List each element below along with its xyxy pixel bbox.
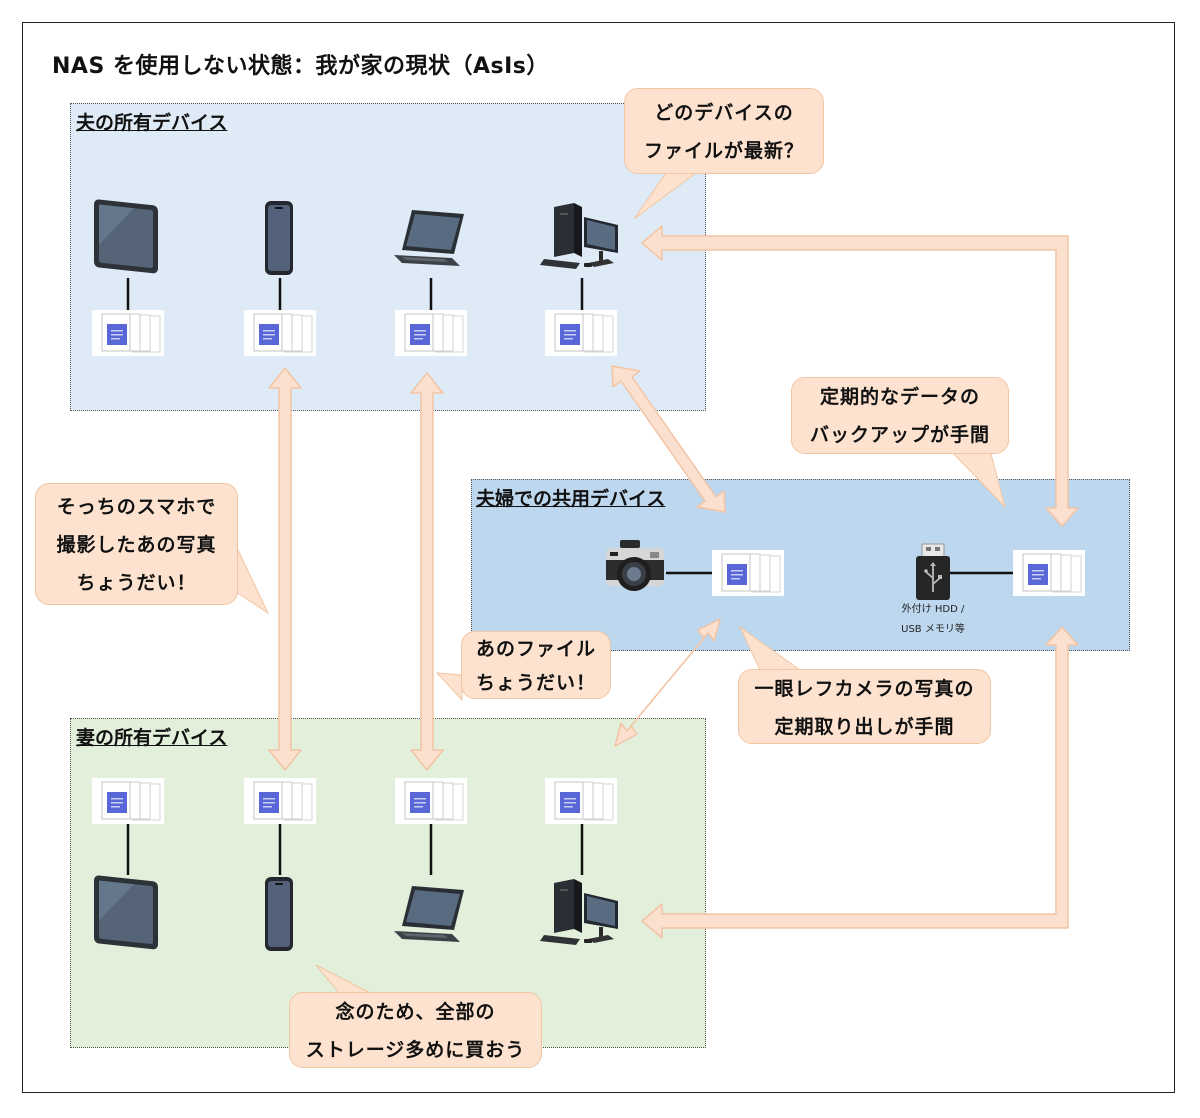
husband-pc-backup-arrow bbox=[641, 225, 1079, 527]
tablet-icon bbox=[94, 875, 158, 950]
file-stack-icon bbox=[544, 777, 618, 825]
bubble-latest-line2: ファイルが最新？ bbox=[643, 140, 804, 162]
bubble-file-line1: あのファイル bbox=[475, 638, 596, 660]
bubble-backup-tail bbox=[948, 449, 1006, 509]
bubble-backup-hassle: 定期的なデータの バックアップが手間 bbox=[791, 377, 1009, 454]
bubble-storage-tail bbox=[315, 964, 373, 995]
external-storage-caption-line1: 外付け HDD / bbox=[901, 604, 965, 615]
file-stack-icon bbox=[711, 549, 785, 597]
smartphone-icon bbox=[265, 201, 293, 275]
camera-icon bbox=[606, 540, 664, 591]
bubble-camera-hassle: 一眼レフカメラの写真の 定期取り出しが手間 bbox=[738, 669, 991, 744]
bubble-latest-file: どのデバイスの ファイルが最新？ bbox=[624, 88, 824, 174]
smartphone-icon bbox=[265, 877, 293, 951]
bubble-camera-line1: 一眼レフカメラの写真の bbox=[754, 678, 975, 700]
file-stack-icon bbox=[394, 777, 468, 825]
bubble-backup-line2: バックアップが手間 bbox=[809, 424, 990, 446]
bubble-buy-storage: 念のため、全部の ストレージ多めに買おう bbox=[289, 992, 542, 1068]
bubble-latest-tail bbox=[633, 169, 702, 220]
bubble-phone-line3: ちょうだい！ bbox=[76, 572, 197, 594]
bubble-phone-photo: そっちのスマホで 撮影したあの写真 ちょうだい！ bbox=[35, 483, 238, 605]
diagram-frame bbox=[22, 22, 1175, 1093]
wife-pc-backup-arrow bbox=[641, 626, 1079, 939]
shared-zone-label: 夫婦での共用デバイス bbox=[476, 488, 666, 510]
wife-zone-label: 妻の所有デバイス bbox=[76, 727, 228, 749]
bubble-file-line2: ちょうだい！ bbox=[475, 672, 596, 694]
file-stack-icon bbox=[544, 309, 618, 357]
external-storage-caption: 外付け HDD / USB メモリ等 bbox=[888, 600, 978, 640]
external-storage-caption-line2: USB メモリ等 bbox=[901, 624, 965, 635]
file-stack-icon bbox=[1012, 549, 1086, 597]
desktop-pc-icon bbox=[540, 203, 618, 269]
device-file-lines bbox=[126, 278, 1013, 875]
camera-wife-sync-arrow bbox=[614, 618, 721, 747]
file-stack-icon bbox=[91, 309, 165, 357]
bubble-latest-line1: どのデバイスの bbox=[654, 102, 794, 124]
file-stack-icon bbox=[243, 309, 317, 357]
pc-camera-sync-arrow bbox=[611, 365, 726, 513]
bubble-camera-line2: 定期取り出しが手間 bbox=[774, 716, 955, 738]
file-stack-icon bbox=[394, 309, 468, 357]
file-stack-icon bbox=[91, 777, 165, 825]
bubble-storage-line1: 念のため、全部の bbox=[335, 1001, 496, 1023]
file-stack-icon bbox=[243, 777, 317, 825]
desktop-pc-icon bbox=[540, 879, 618, 945]
bubble-phone-line1: そっちのスマホで bbox=[56, 496, 217, 518]
tablet-icon bbox=[94, 199, 158, 274]
phone-sync-arrow bbox=[268, 367, 302, 771]
laptop-sync-arrow bbox=[410, 372, 444, 771]
bubble-that-file: あのファイル ちょうだい！ bbox=[461, 631, 611, 699]
bubble-phone-line2: 撮影したあの写真 bbox=[56, 534, 217, 556]
laptop-icon bbox=[394, 886, 464, 942]
bubble-camera-tail bbox=[738, 625, 802, 671]
bubble-storage-line2: ストレージ多めに買おう bbox=[305, 1039, 526, 1061]
diagram-title: NAS を使用しない状態：我が家の現状（AsIs） bbox=[52, 54, 549, 79]
bubble-file-tail bbox=[435, 672, 463, 702]
bubble-backup-line1: 定期的なデータの bbox=[819, 386, 980, 408]
husband-zone-label: 夫の所有デバイス bbox=[76, 112, 228, 134]
laptop-icon bbox=[394, 210, 464, 266]
usb-drive-icon bbox=[916, 543, 950, 600]
